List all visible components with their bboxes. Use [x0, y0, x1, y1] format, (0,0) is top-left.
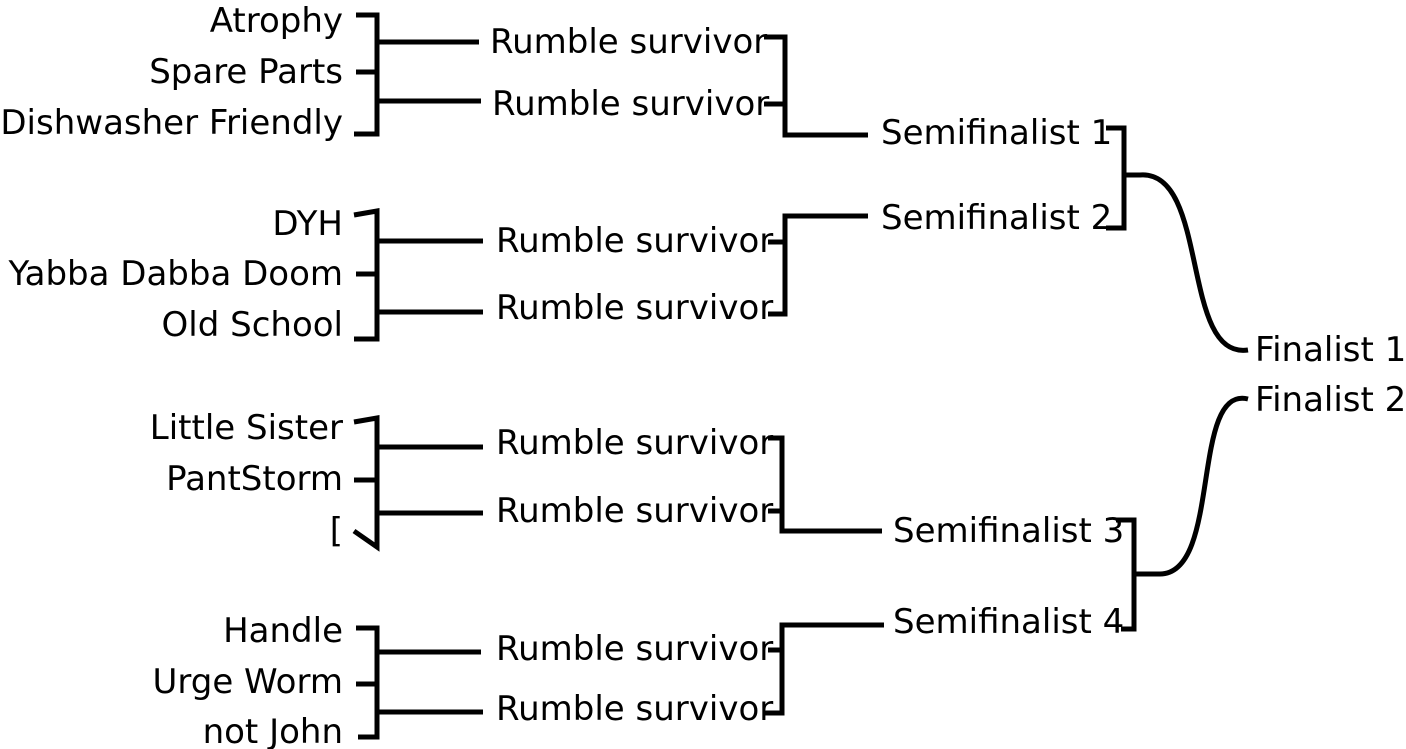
finalist-1: Finalist 1: [1255, 330, 1406, 370]
final-connector-curve-bottom: [1134, 395, 1249, 577]
rumble-survivor-7: Rumble survivor: [496, 629, 773, 669]
entrant-little-sister: Little Sister: [150, 408, 343, 448]
entrant-dishwasher-friendly: Dishwasher Friendly: [0, 103, 343, 143]
entrant-atrophy: Atrophy: [210, 1, 343, 41]
entrant-urge-worm: Urge Worm: [152, 662, 343, 702]
semifinalist-4: Semifinalist 4: [893, 602, 1124, 642]
group-1: Atrophy Spare Parts Dishwasher Friendly …: [0, 1, 868, 143]
finalist-2: Finalist 2: [1255, 380, 1406, 420]
survivor-bracket-line: [768, 213, 868, 317]
rumble-survivor-1: Rumble survivor: [490, 22, 767, 62]
survivor-bracket-line: [764, 622, 884, 716]
entrant-spare-parts: Spare Parts: [149, 52, 343, 92]
entrant-bracket-symbol: [: [330, 511, 343, 551]
rumble-survivor-5: Rumble survivor: [496, 423, 773, 463]
entrant-handle: Handle: [223, 611, 343, 651]
entrant-dyh: DYH: [272, 204, 343, 244]
group-3: Little Sister PantStorm [ Rumble survivo…: [150, 408, 882, 552]
semifinalist-2: Semifinalist 2: [881, 198, 1112, 238]
rumble-survivor-4: Rumble survivor: [496, 288, 773, 328]
rumble-survivor-3: Rumble survivor: [496, 221, 773, 261]
entrant-old-school: Old School: [162, 305, 343, 345]
group-4: Handle Urge Worm not John Rumble survivo…: [152, 611, 884, 749]
group-2: DYH Yabba Dabba Doom Old School Rumble s…: [8, 204, 868, 345]
survivor-bracket-line: [764, 34, 868, 138]
final-connector-curve-top: [1124, 172, 1249, 353]
entrant-pantstorm: PantStorm: [166, 459, 343, 499]
rumble-survivor-2: Rumble survivor: [492, 84, 769, 124]
semifinals: Semifinalist 1 Semifinalist 2 Semifinali…: [881, 113, 1137, 642]
rumble-survivor-8: Rumble survivor: [496, 689, 773, 729]
semifinal-bracket-top: [1106, 125, 1127, 231]
entrant-yabba-dabba-doom: Yabba Dabba Doom: [8, 254, 343, 294]
semifinalist-1: Semifinalist 1: [881, 113, 1112, 153]
survivor-bracket-line: [768, 435, 882, 534]
entrant-not-john: not John: [203, 712, 343, 749]
semifinalist-3: Semifinalist 3: [893, 511, 1124, 551]
finals: Finalist 1 Finalist 2: [1124, 172, 1406, 577]
rumble-survivor-6: Rumble survivor: [496, 491, 773, 531]
